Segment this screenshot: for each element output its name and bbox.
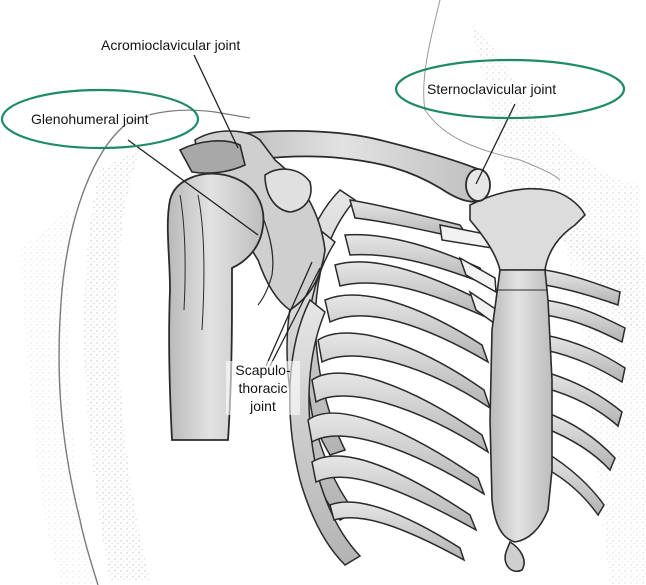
leader-acromioclavicular	[193, 54, 239, 149]
scapulothoracic-label-line: thoracic	[238, 380, 288, 396]
rib-9	[329, 501, 466, 562]
rib-far-1	[544, 269, 621, 307]
rib-far-6	[544, 450, 605, 517]
leader-scapulothoracic-1	[265, 261, 313, 367]
humerus	[166, 172, 265, 441]
scapulothoracic-label: Scapulo- thoracic joint	[226, 361, 300, 415]
acromion	[178, 140, 246, 174]
sternoclavicular-highlight-ellipse	[394, 58, 626, 120]
rib-far-4	[544, 371, 623, 428]
humerus-contour	[179, 194, 186, 311]
arm-back-shading	[20, 200, 95, 585]
scapulothoracic-label-line: joint	[250, 398, 276, 414]
glenohumeral-highlight-ellipse	[0, 88, 200, 150]
glenoid-rim	[257, 214, 274, 306]
rib-far-5	[544, 410, 616, 472]
coracoid-process	[264, 168, 312, 213]
leader-scapulothoracic-2	[269, 267, 321, 367]
rib-6	[311, 372, 490, 454]
clavicle-medial-end	[465, 168, 491, 202]
cartilage-2	[458, 256, 497, 294]
sternoclavicular-label: Sternoclavicular joint	[426, 81, 558, 97]
rib-7	[307, 412, 486, 496]
leader-lines	[127, 54, 516, 367]
arm-shading	[84, 150, 150, 580]
scapulothoracic-label-line: Scapulo-	[235, 362, 291, 378]
humerus-bone	[166, 172, 265, 441]
leader-glenohumeral	[127, 139, 259, 236]
acromioclavicular-label: Acromioclavicular joint	[100, 37, 242, 53]
bicipital-groove	[197, 194, 205, 331]
sternum	[469, 187, 586, 572]
glenohumeral-label: Glenohumeral joint	[30, 111, 150, 127]
rib-cage	[286, 189, 626, 566]
rib-4	[324, 294, 490, 364]
rib-far-2	[544, 299, 626, 344]
manubrium	[469, 187, 586, 271]
rib-far-3	[544, 334, 626, 384]
rib-8	[311, 455, 478, 532]
sternum-body	[489, 269, 553, 543]
xiphoid-process	[504, 540, 525, 572]
